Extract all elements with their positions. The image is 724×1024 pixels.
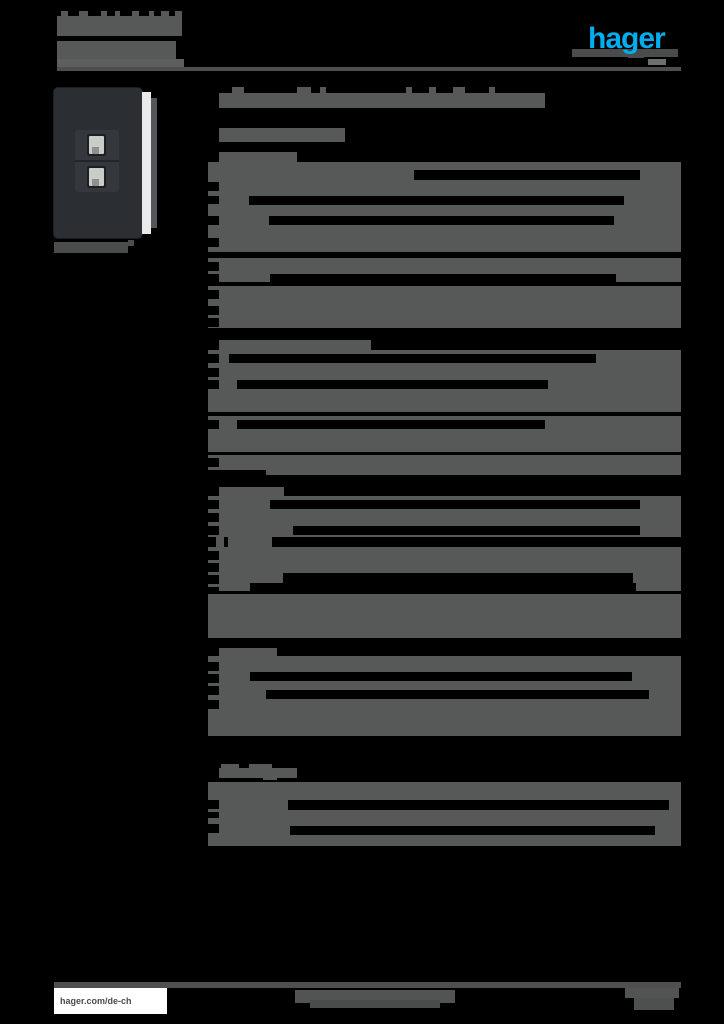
spec-heading-ascender [221, 764, 239, 770]
spec-section-heading [219, 768, 297, 778]
socket-port-upper [87, 134, 106, 156]
socket-module-group [75, 130, 119, 192]
port-notch-lower [92, 179, 99, 186]
footer-page-number-secondary [634, 998, 674, 1010]
spec-section-heading [219, 340, 371, 350]
page-title [219, 87, 545, 108]
footer-center-text [295, 990, 455, 1003]
spec-table [208, 350, 681, 412]
spec-table [208, 782, 681, 846]
spec-table [208, 656, 681, 736]
spec-section-heading [219, 152, 297, 162]
footer-url[interactable]: hager.com/de-ch [54, 988, 167, 1014]
footer-divider [54, 982, 681, 988]
socket-divider [75, 160, 119, 162]
footer-center-subtext [310, 1000, 440, 1008]
spec-section-heading [219, 487, 284, 497]
header-rule-marker [648, 59, 666, 65]
spec-row-gutter [208, 412, 681, 416]
header-rule-segment [57, 59, 184, 67]
spec-table [208, 496, 681, 542]
spec-section-heading [219, 648, 277, 658]
product-image-caption [54, 242, 128, 253]
spec-table [208, 547, 681, 593]
product-plate-edge [142, 92, 151, 234]
spec-table [208, 594, 681, 638]
product-faceplate [54, 88, 142, 238]
page-subtitle [219, 128, 345, 142]
header-product-reference [57, 41, 176, 62]
spec-table [204, 455, 681, 476]
spec-table [208, 162, 681, 252]
product-plate-shadow [151, 98, 157, 228]
footer-page-number [625, 988, 679, 998]
socket-port-lower [87, 166, 106, 188]
spec-row-gutter [208, 452, 681, 455]
spec-table [208, 258, 681, 282]
spec-table [208, 286, 681, 328]
product-image-caption-tail [128, 240, 134, 246]
footer-url-text: hager.com/de-ch [60, 996, 132, 1006]
spec-row-strike [208, 537, 681, 547]
header-divider [57, 67, 681, 71]
spec-row-label [216, 537, 224, 547]
hager-logo-wordmark: hager [588, 22, 666, 55]
spec-row-gutter [208, 254, 681, 258]
hager-logo: hager [572, 22, 678, 58]
header-product-name [57, 11, 182, 36]
spec-heading-tail [263, 774, 277, 780]
port-notch-upper [92, 147, 99, 154]
spec-heading-ascender [249, 764, 272, 770]
product-image [54, 88, 159, 253]
spec-row-label [228, 537, 272, 547]
spec-row-gutter [208, 282, 681, 286]
spec-table [208, 416, 681, 452]
